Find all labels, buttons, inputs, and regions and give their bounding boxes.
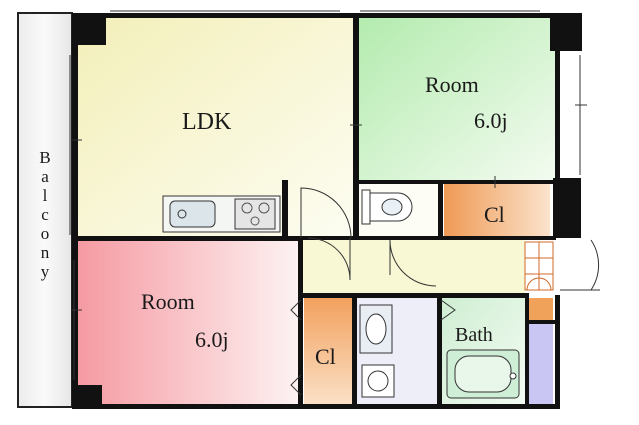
room-ne-size: 6.0j bbox=[474, 108, 508, 133]
balcony-letter: c bbox=[41, 205, 49, 224]
closet-sw-area bbox=[304, 298, 352, 404]
wall-ticks bbox=[72, 104, 587, 311]
toilet bbox=[361, 189, 413, 225]
room-ne-label: Room bbox=[425, 72, 479, 97]
room-ne-area bbox=[358, 18, 555, 180]
room-sw-size: 6.0j bbox=[195, 327, 229, 352]
balcony-letter: l bbox=[43, 186, 48, 205]
storage-2-area bbox=[528, 324, 553, 404]
closet-ne-area bbox=[444, 184, 550, 237]
kitchen-counter bbox=[162, 195, 281, 233]
bathtub bbox=[446, 349, 520, 399]
hall-area bbox=[300, 240, 525, 293]
closet-sw-label: Cl bbox=[315, 344, 336, 369]
entry-shelf bbox=[524, 241, 554, 291]
door-swings bbox=[290, 187, 600, 396]
balcony-letter: B bbox=[39, 148, 50, 167]
balcony bbox=[17, 12, 73, 408]
room-sw-label: Room bbox=[141, 289, 195, 314]
washbasin bbox=[359, 304, 395, 398]
balcony-letter: y bbox=[41, 262, 50, 281]
windows bbox=[69, 10, 581, 380]
balcony-letter: o bbox=[41, 224, 50, 243]
balcony-letter: a bbox=[41, 167, 49, 186]
closet-ne-label: Cl bbox=[484, 202, 505, 227]
bath-label: Bath bbox=[455, 324, 493, 346]
room-sw-area bbox=[78, 240, 298, 404]
storage-area bbox=[528, 298, 553, 320]
balcony-letter: n bbox=[41, 243, 50, 262]
ldk-label: LDK bbox=[182, 109, 232, 135]
